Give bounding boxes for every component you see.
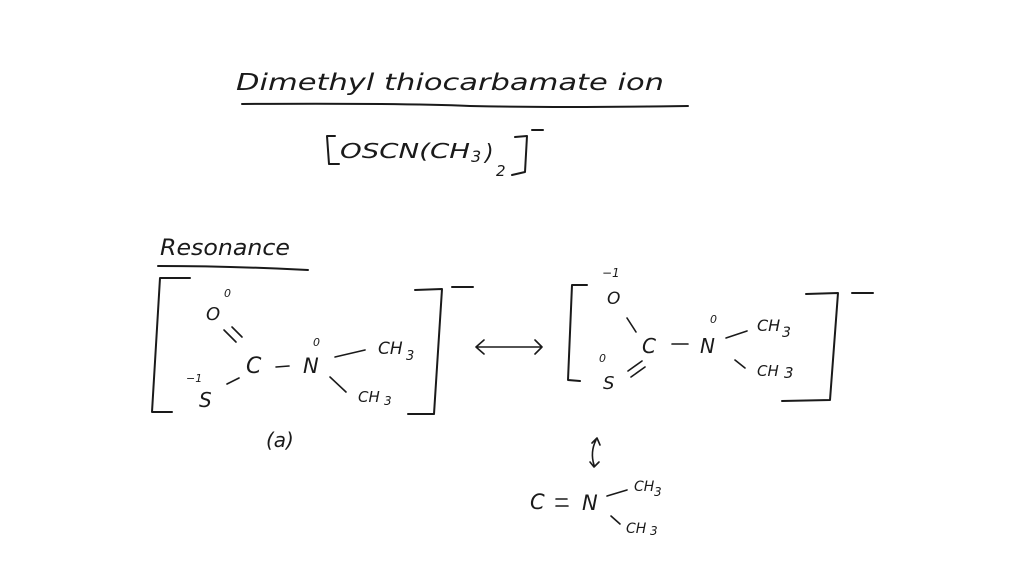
formula-sub3: 3 (471, 147, 481, 166)
svg-text:CH: CH (634, 479, 655, 495)
formula-block: OSCN(CH 3 ) 2 (326, 129, 544, 180)
frag-C: C (530, 490, 545, 514)
b-CH3-top: CH 3 (757, 316, 791, 341)
b-bond-C-O (626, 317, 637, 333)
b-N-formal: 0 (710, 313, 717, 326)
b-CH3-bottom: CH 3 (757, 362, 794, 382)
a-N-formal: 0 (313, 336, 320, 349)
formula-bracket-left (326, 135, 340, 165)
structure-a-label: (a) (266, 428, 294, 452)
b-C: C (642, 334, 656, 358)
a-bond-N-CH3-bottom (329, 376, 347, 393)
b-bond-C-S-double (627, 360, 646, 378)
svg-text:CH: CH (358, 388, 380, 406)
b-O: O (607, 289, 620, 309)
formula-bracket-right (511, 135, 528, 176)
vertical-resonance-arrow (589, 437, 601, 468)
a-CH3-top: CH 3 (378, 339, 414, 364)
a-bond-N-CH3-top (334, 349, 366, 358)
a-C: C (246, 354, 262, 379)
svg-text:3: 3 (784, 364, 794, 382)
b-O-formal: −1 (602, 266, 620, 280)
a-CH3-bottom: CH 3 (358, 388, 392, 408)
bracket-b-right (781, 292, 839, 402)
frag-CH3-top: CH 3 (634, 479, 662, 499)
structure-a: 0 O C 0 N CH 3 CH 3 −1 S (a) (151, 277, 474, 452)
b-bond-N-CH3-bottom (734, 359, 746, 369)
title-text: Dimethyl thiocarbamate ion (236, 70, 664, 96)
title-underline (241, 102, 689, 108)
frag-double-bond (555, 498, 569, 507)
svg-text:CH: CH (757, 316, 780, 335)
fragment-structure: C N CH 3 CH 3 (530, 479, 662, 538)
resonance-heading: Resonance (157, 236, 309, 271)
a-S: S (199, 388, 212, 412)
svg-text:CH: CH (626, 521, 647, 537)
resonance-arrow (475, 339, 543, 355)
svg-text:3: 3 (384, 394, 392, 408)
structure-b: −1 O C 0 N CH 3 CH 3 0 S (567, 266, 874, 402)
a-bond-C-N (275, 365, 290, 368)
frag-bond-CH3-top (606, 489, 628, 497)
svg-text:3: 3 (650, 524, 658, 538)
svg-text:3: 3 (782, 325, 791, 341)
bracket-b-left (567, 284, 588, 382)
a-bond-C-S (226, 377, 240, 385)
b-bond-N-CH3-top (725, 330, 748, 339)
svg-text:3: 3 (406, 349, 414, 364)
formula-close-paren: ) (483, 141, 494, 166)
a-O: O (206, 304, 220, 325)
a-bond-C-O-double (223, 326, 243, 343)
b-S: S (603, 373, 614, 394)
a-O-formal: 0 (224, 287, 231, 300)
frag-bond-CH3-bottom (610, 515, 621, 525)
resonance-underline (157, 265, 309, 271)
b-S-formal: 0 (599, 352, 606, 365)
a-N: N (303, 354, 319, 378)
frag-N: N (582, 491, 598, 515)
bracket-a-left (151, 277, 191, 413)
formula-body: OSCN(CH (340, 139, 470, 163)
bracket-a-right (407, 288, 443, 415)
a-S-formal: −1 (186, 372, 202, 385)
frag-CH3-bottom: CH 3 (626, 521, 658, 538)
title-block: Dimethyl thiocarbamate ion (236, 70, 689, 108)
formula-sub2: 2 (496, 162, 506, 180)
resonance-heading-text: Resonance (160, 236, 290, 261)
b-N: N (700, 334, 715, 358)
svg-text:CH: CH (378, 339, 403, 359)
svg-text:3: 3 (654, 485, 662, 499)
svg-text:CH: CH (757, 362, 779, 380)
